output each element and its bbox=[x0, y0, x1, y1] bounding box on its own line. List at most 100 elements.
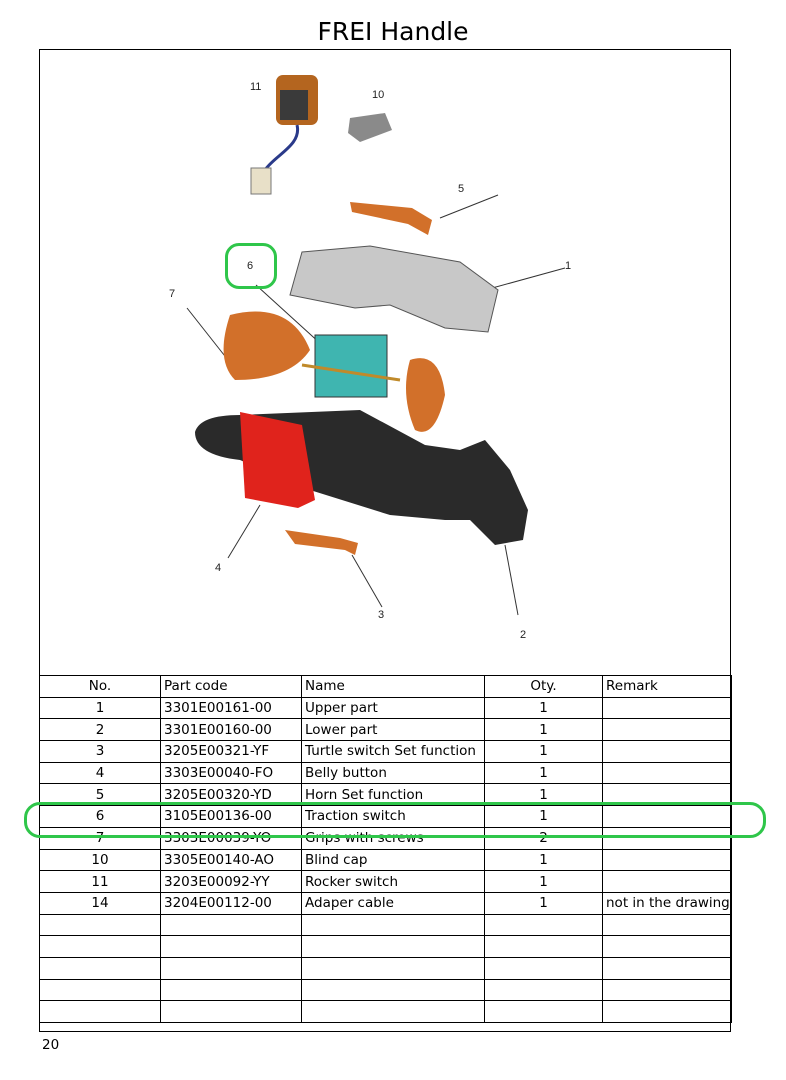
table-cell: 4 bbox=[39, 761, 161, 785]
table-row bbox=[39, 978, 732, 1002]
table-cell: 3205E00321-YF bbox=[160, 740, 302, 763]
callout-label: 6 bbox=[247, 260, 253, 272]
table-cell: 3205E00320-YD bbox=[160, 783, 302, 807]
rocker-switch-part bbox=[250, 75, 318, 195]
callout-label: 2 bbox=[520, 629, 526, 641]
table-cell: Lower part bbox=[301, 718, 485, 742]
column-header: Name bbox=[301, 675, 485, 698]
table-row bbox=[39, 1000, 732, 1023]
traction-switch-part bbox=[314, 334, 388, 398]
table-cell bbox=[602, 978, 732, 1002]
table-cell: 1 bbox=[484, 740, 603, 763]
grip-part-right bbox=[406, 358, 445, 432]
table-cell: Upper part bbox=[301, 696, 485, 720]
table-cell: 2 bbox=[39, 718, 161, 742]
table-cell bbox=[484, 956, 603, 980]
table-cell bbox=[301, 913, 485, 937]
table-cell: Blind cap bbox=[301, 848, 485, 872]
table-cell bbox=[602, 761, 732, 785]
table-cell bbox=[301, 978, 485, 1002]
table-cell: 1 bbox=[484, 696, 603, 720]
table-cell: 1 bbox=[39, 696, 161, 720]
table-cell bbox=[39, 1000, 161, 1023]
table-cell bbox=[160, 1000, 302, 1023]
table-cell bbox=[602, 913, 732, 937]
table-cell: 14 bbox=[39, 891, 161, 915]
column-header: No. bbox=[39, 675, 161, 698]
table-cell bbox=[160, 935, 302, 958]
table-cell bbox=[160, 913, 302, 937]
table-cell bbox=[602, 696, 732, 720]
upper-part bbox=[289, 245, 499, 333]
row-highlight bbox=[24, 802, 766, 838]
table-cell bbox=[484, 1000, 603, 1023]
callout-label: 3 bbox=[378, 609, 384, 621]
table-cell: 1 bbox=[484, 848, 603, 872]
table-cell: 1 bbox=[484, 870, 603, 893]
table-cell bbox=[602, 870, 732, 893]
table-cell bbox=[160, 956, 302, 980]
table-cell: 3303E00040-FO bbox=[160, 761, 302, 785]
turtle-switch-part bbox=[285, 530, 358, 555]
table-cell: Grips with screws bbox=[301, 826, 485, 850]
table-cell bbox=[39, 978, 161, 1002]
table-cell: 3 bbox=[39, 740, 161, 763]
table-cell bbox=[484, 935, 603, 958]
callout-label: 11 bbox=[250, 81, 261, 93]
callout-highlight bbox=[225, 243, 277, 289]
table-cell: 3305E00140-AO bbox=[160, 848, 302, 872]
table-cell: Belly button bbox=[301, 761, 485, 785]
table-cell: 1 bbox=[484, 718, 603, 742]
table-cell: 1 bbox=[484, 891, 603, 915]
table-row bbox=[39, 956, 732, 980]
table-cell: 3204E00112-00 bbox=[160, 891, 302, 915]
callout-label: 4 bbox=[215, 562, 221, 574]
table-cell: not in the drawing bbox=[602, 891, 732, 915]
table-cell bbox=[602, 1000, 732, 1023]
table-cell bbox=[39, 913, 161, 937]
table-cell bbox=[602, 956, 732, 980]
table-cell: 3301E00161-00 bbox=[160, 696, 302, 720]
table-cell: Rocker switch bbox=[301, 870, 485, 893]
table-cell bbox=[39, 935, 161, 958]
table-row bbox=[39, 935, 732, 958]
table-cell bbox=[602, 718, 732, 742]
table-cell bbox=[484, 913, 603, 937]
table-cell bbox=[602, 935, 732, 958]
table-cell bbox=[484, 978, 603, 1002]
callout-label: 7 bbox=[169, 288, 175, 300]
table-cell: 1 bbox=[484, 761, 603, 785]
table-cell bbox=[301, 935, 485, 958]
table-cell bbox=[301, 956, 485, 980]
table-cell: Turtle switch Set function bbox=[301, 740, 485, 763]
belly-button-part bbox=[240, 412, 315, 508]
table-cell bbox=[602, 740, 732, 763]
grip-part bbox=[223, 311, 310, 380]
table-cell: 3301E00160-00 bbox=[160, 718, 302, 742]
table-cell: 3105E00136-00 bbox=[160, 805, 302, 828]
table-cell: Adaper cable bbox=[301, 891, 485, 915]
table-cell: 10 bbox=[39, 848, 161, 872]
column-header: Oty. bbox=[484, 675, 603, 698]
page-title: FREI Handle bbox=[317, 17, 469, 46]
callout-label: 5 bbox=[458, 183, 464, 195]
horn-part bbox=[350, 202, 432, 235]
page-number: 20 bbox=[42, 1037, 60, 1053]
table-cell bbox=[160, 978, 302, 1002]
exploded-view-drawing: 11 10 5 6 1 7 4 3 2 bbox=[169, 75, 571, 641]
table-cell bbox=[602, 848, 732, 872]
column-header: Part code bbox=[160, 675, 302, 698]
table-cell bbox=[39, 956, 161, 980]
blind-cap-part bbox=[348, 113, 392, 142]
table-row bbox=[39, 913, 732, 937]
